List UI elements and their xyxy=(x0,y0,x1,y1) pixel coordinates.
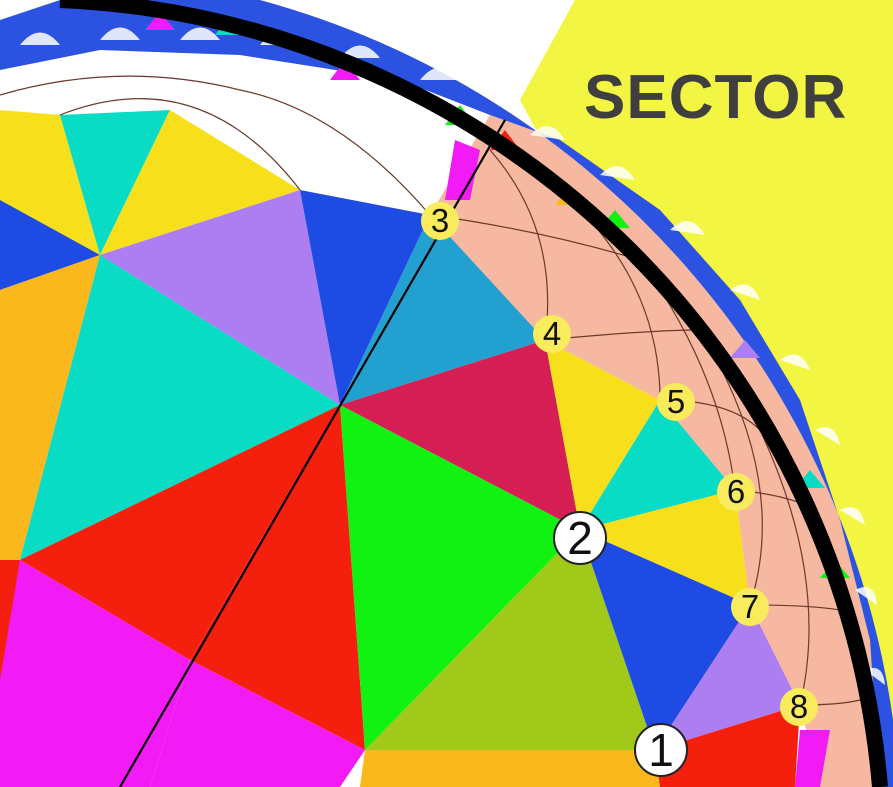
region-red-right xyxy=(655,705,800,787)
region-cyan-center xyxy=(20,255,340,560)
region-cyan-top xyxy=(60,110,170,255)
point-5: 5 xyxy=(657,383,695,421)
region-teal-blue xyxy=(340,215,545,405)
region-yellow-right xyxy=(545,340,660,530)
point-2: 2 xyxy=(553,511,607,565)
region-red-lower xyxy=(190,405,365,750)
region-crimson xyxy=(340,340,580,530)
region-yellow-small xyxy=(580,490,750,605)
point-1: 1 xyxy=(634,723,688,777)
region-green xyxy=(340,405,580,750)
point-7: 7 xyxy=(731,588,769,626)
region-blue-upper xyxy=(300,190,430,405)
sector-tile-band xyxy=(430,115,880,787)
region-olive xyxy=(365,530,655,750)
region-magenta-left xyxy=(0,560,190,787)
region-lilac-right xyxy=(655,605,800,750)
region-lilac xyxy=(100,190,340,405)
region-magenta-bottom xyxy=(150,660,365,787)
region-blue-left xyxy=(0,200,100,290)
region-orange-left xyxy=(0,255,100,560)
rim-arc xyxy=(59,0,888,787)
point-8: 8 xyxy=(780,688,818,726)
region-blue-right xyxy=(580,530,750,750)
region-cyan-right xyxy=(580,400,735,530)
point-3: 3 xyxy=(421,202,459,240)
region-orange-bottom xyxy=(360,750,660,787)
point-6: 6 xyxy=(717,473,755,511)
sector-label: SECTOR xyxy=(584,63,848,132)
region-red-left xyxy=(0,560,20,680)
point-4: 4 xyxy=(533,315,571,353)
region-red-center xyxy=(20,405,340,660)
region-yellow-mid xyxy=(100,110,300,255)
